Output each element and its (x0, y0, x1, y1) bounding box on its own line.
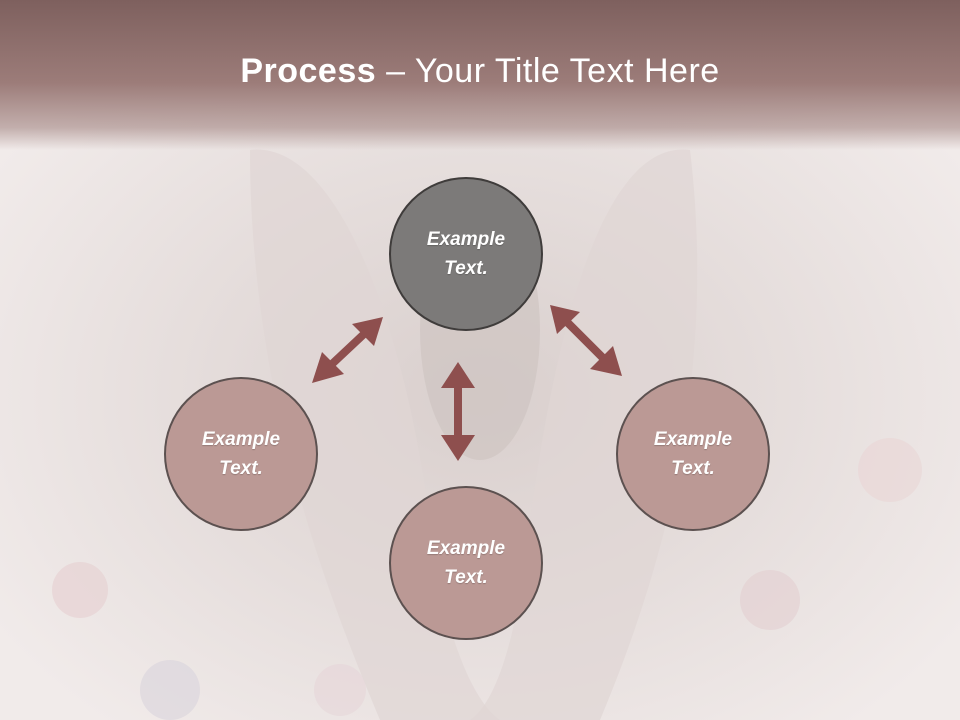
node-left-label: Example Text. (201, 429, 281, 479)
process-node-left: Example Text. (164, 377, 318, 531)
title-rest: – Your Title Text Here (376, 52, 720, 90)
process-node-right: Example Text. (616, 377, 770, 531)
node-bottom-label: Example Text. (426, 538, 506, 588)
process-node-bottom: Example Text. (389, 486, 543, 640)
title-bold: Process (240, 52, 377, 90)
node-right-label: Example Text. (653, 429, 733, 479)
process-node-top: Example Text. (389, 177, 543, 331)
slide-title: Process – Your Title Text Here (0, 52, 960, 91)
title-bar (0, 0, 960, 150)
node-top-label: Example Text. (426, 229, 506, 279)
